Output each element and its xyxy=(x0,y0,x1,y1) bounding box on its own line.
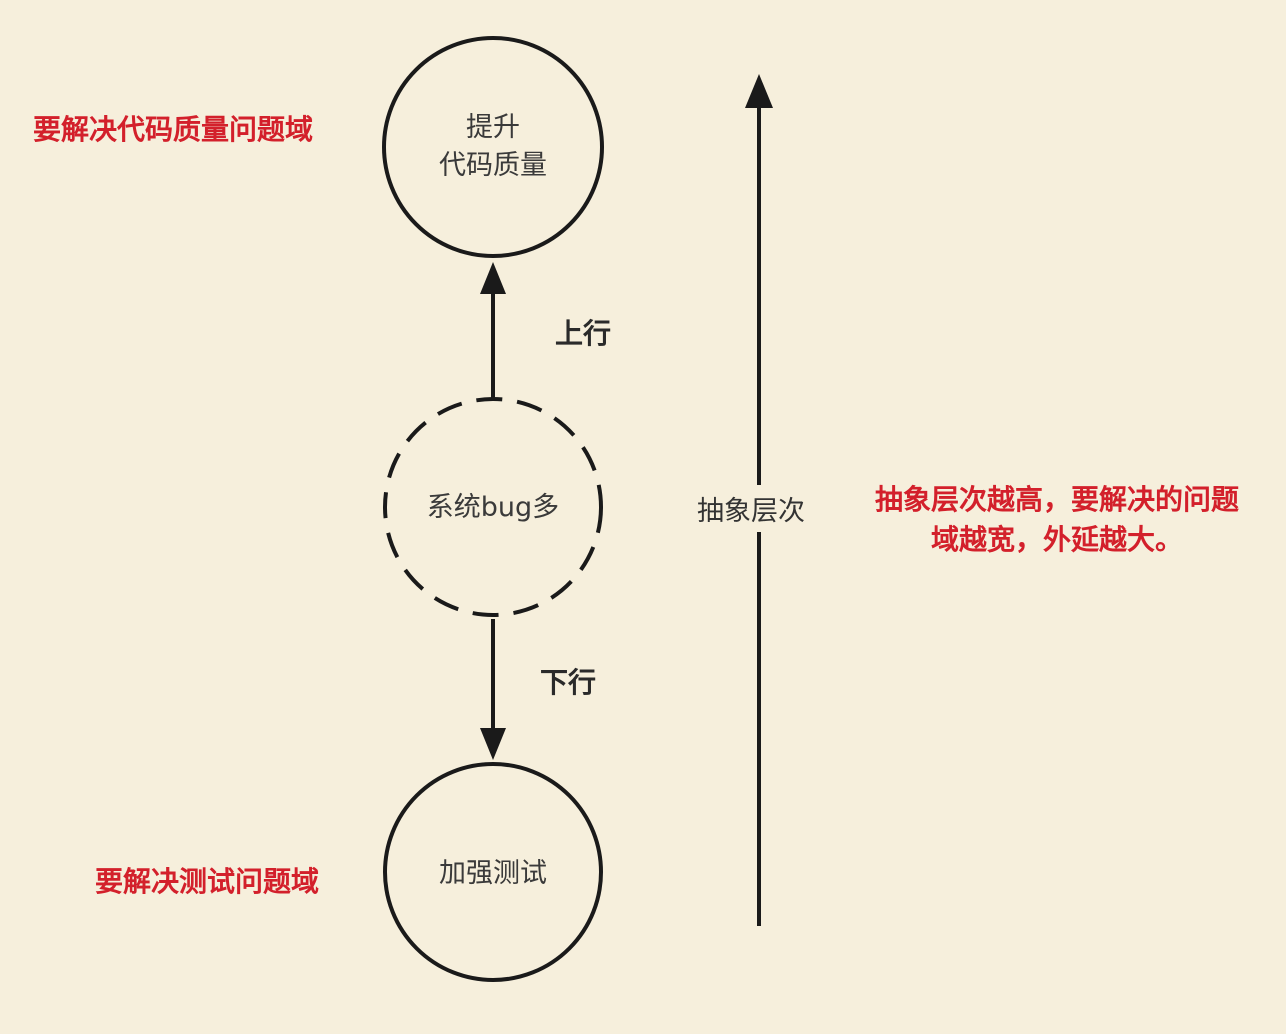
axis-arrowhead xyxy=(745,74,773,108)
note-bottom-left: 要解决测试问题域 xyxy=(95,865,320,898)
edge-up-arrowhead xyxy=(480,262,506,294)
node-bottom-label: 加强测试 xyxy=(439,858,547,889)
node-top-label-line1: 提升 xyxy=(466,112,520,143)
note-right: 抽象层次越高，要解决的问题 域越宽，外延越大。 xyxy=(852,480,1262,560)
node-top-label: 提升 代码质量 xyxy=(393,109,593,185)
note-top-left: 要解决代码质量问题域 xyxy=(33,113,314,146)
node-top-label-line2: 代码质量 xyxy=(439,150,547,181)
node-middle-dashed-circle xyxy=(383,397,603,617)
axis-label: 抽象层次 xyxy=(697,485,805,532)
edge-up-label: 上行 xyxy=(555,317,612,350)
edge-down-arrowhead xyxy=(480,728,506,760)
node-middle-label: 系统bug多 xyxy=(426,492,560,523)
edge-down-label: 下行 xyxy=(540,666,597,699)
note-right-line2: 域越宽，外延越大。 xyxy=(930,523,1183,556)
note-right-line1: 抽象层次越高，要解决的问题 xyxy=(874,483,1239,516)
node-top-circle xyxy=(382,36,604,258)
node-bottom-circle xyxy=(383,762,603,982)
